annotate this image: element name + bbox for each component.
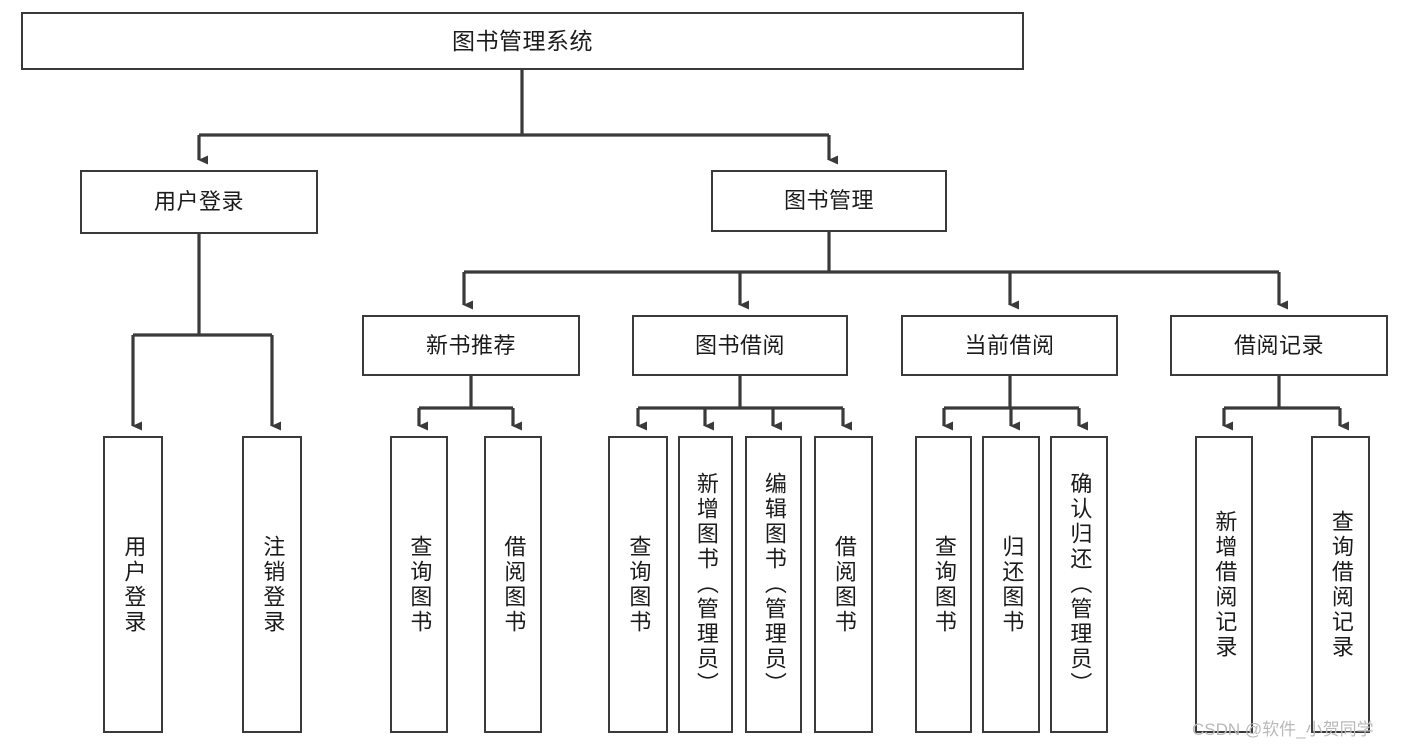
node-user-login[interactable]: 用户登录	[80, 170, 318, 234]
node-leaf-query-borrow-record[interactable]: 查询借阅记录	[1311, 436, 1370, 733]
node-book-borrow[interactable]: 图书借阅	[632, 315, 848, 376]
node-leaf-add-book-admin[interactable]: 新增图书（管理员）	[678, 436, 733, 733]
node-label: 归还图书	[999, 534, 1025, 635]
node-label: 当前借阅	[964, 332, 1055, 358]
node-label: 用户登录	[153, 189, 244, 215]
node-new-book-recommend[interactable]: 新书推荐	[362, 315, 580, 376]
node-label: 图书管理系统	[452, 27, 593, 54]
node-leaf-confirm-return-admin[interactable]: 确认归还（管理员）	[1050, 436, 1108, 733]
node-label: 查询图书	[626, 534, 652, 635]
node-label: 注销登录	[260, 534, 286, 635]
node-leaf-logout[interactable]: 注销登录	[242, 436, 302, 733]
node-leaf-query-book-recommend[interactable]: 查询图书	[390, 436, 448, 733]
node-label: 新书推荐	[425, 332, 516, 358]
node-leaf-query-book-current[interactable]: 查询图书	[915, 436, 972, 733]
node-label: 借阅图书	[831, 534, 857, 635]
node-leaf-return-book[interactable]: 归还图书	[982, 436, 1040, 733]
node-leaf-user-login[interactable]: 用户登录	[103, 436, 163, 733]
node-label: 确认归还（管理员）	[1067, 472, 1093, 697]
node-label: 查询借阅记录	[1328, 509, 1354, 660]
node-label: 借阅记录	[1233, 332, 1324, 358]
node-label: 新增借阅记录	[1212, 509, 1238, 660]
node-label: 新增图书（管理员）	[693, 472, 719, 697]
node-root-book-management-system[interactable]: 图书管理系统	[21, 12, 1024, 70]
node-label: 用户登录	[121, 534, 147, 635]
node-label: 查询图书	[931, 534, 957, 635]
node-borrow-record[interactable]: 借阅记录	[1170, 315, 1388, 376]
node-label: 图书借阅	[694, 332, 785, 358]
node-leaf-edit-book-admin[interactable]: 编辑图书（管理员）	[745, 436, 802, 733]
node-label: 图书管理	[783, 188, 874, 214]
node-current-borrow[interactable]: 当前借阅	[901, 315, 1118, 376]
node-label: 查询图书	[407, 534, 433, 635]
node-label: 编辑图书（管理员）	[761, 472, 787, 697]
node-book-management[interactable]: 图书管理	[711, 170, 947, 232]
node-leaf-borrow-book-recommend[interactable]: 借阅图书	[484, 436, 542, 733]
node-leaf-add-borrow-record[interactable]: 新增借阅记录	[1195, 436, 1253, 733]
node-leaf-query-book-borrow[interactable]: 查询图书	[608, 436, 668, 733]
node-label: 借阅图书	[501, 534, 527, 635]
node-leaf-borrow-book[interactable]: 借阅图书	[814, 436, 873, 733]
